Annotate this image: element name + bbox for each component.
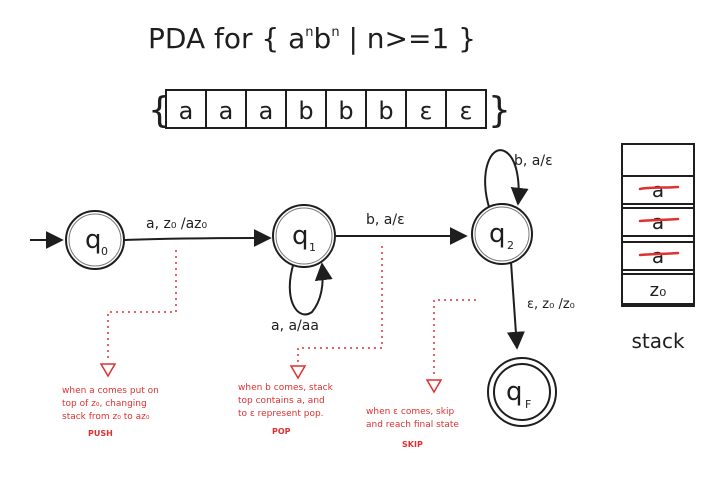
stack-cell: a (652, 178, 664, 202)
note-line: top of z₀, changing (62, 399, 147, 409)
tape-cell: a (179, 97, 194, 125)
transition-label-q2-qF: ε, z₀ /z₀ (527, 297, 575, 312)
tape-cell: a (219, 97, 234, 125)
state-subscript: 1 (309, 241, 316, 254)
push-pointer (99, 363, 117, 378)
stack: a a a z₀ stack (621, 143, 695, 353)
note-tag: SKIP (402, 440, 423, 449)
edge-q0-q1 (123, 229, 272, 248)
tape-cell: b (338, 97, 353, 125)
state-label: q (506, 377, 523, 407)
state-q2: q 2 (471, 203, 533, 265)
note-tag: PUSH (88, 429, 113, 438)
tape-cell: ε (460, 97, 473, 125)
note-line: and reach final state (366, 420, 459, 430)
pop-pointer (289, 365, 307, 380)
input-tape: { a a a b b b ε ε } (148, 89, 511, 131)
tape-cell: a (259, 97, 274, 125)
stack-cell: a (652, 244, 664, 268)
state-qF: q F (487, 357, 557, 427)
note-push: when a comes put on top of z₀, changing … (62, 386, 159, 438)
edge-q2-loop (484, 149, 529, 211)
strike-mark (638, 185, 680, 191)
note-line: to ε represent pop. (238, 409, 324, 419)
note-skip: when ε comes, skip and reach final state… (366, 407, 459, 449)
tape-cell: ε (420, 97, 433, 125)
tape-cell: b (378, 97, 393, 125)
transition-label-q0-q1: a, z₀ /az₀ (146, 216, 208, 232)
edge-q1-loop (288, 261, 333, 316)
note-line: top contains a, and (238, 396, 325, 406)
transition-label-q2-loop: b, a/ε (514, 153, 553, 169)
skip-pointer (425, 379, 443, 394)
state-subscript: 0 (101, 245, 108, 258)
strike-mark (638, 251, 680, 257)
tape-left-brace: { (148, 90, 171, 131)
strike-mark (638, 217, 680, 223)
annotation-connectors (107, 246, 476, 378)
tape-right-brace: } (488, 90, 511, 131)
state-q1: q 1 (272, 204, 336, 268)
stack-cell: a (652, 210, 664, 234)
state-subscript: F (525, 398, 531, 411)
pop-connector (297, 246, 383, 364)
state-label: q (292, 221, 309, 251)
transition-label-q1-q2: b, a/ε (366, 212, 405, 228)
state-subscript: 2 (507, 239, 514, 252)
note-pop: when b comes, stack top contains a, and … (238, 383, 334, 436)
skip-connector (433, 299, 476, 378)
note-line: when ε comes, skip (366, 407, 454, 417)
state-label: q (489, 219, 506, 249)
state-q0: q 0 (65, 210, 125, 270)
edge-q2-qF (506, 261, 525, 350)
stack-label: stack (631, 329, 685, 353)
note-line: when a comes put on (62, 386, 159, 396)
title: PDA for { anbn | n>=1 } (148, 22, 476, 55)
transition-label-q1-loop: a, a/aa (271, 318, 319, 334)
tape-cell: b (298, 97, 313, 125)
state-label: q (85, 225, 102, 255)
note-line: when b comes, stack (238, 383, 334, 393)
push-connector (107, 250, 177, 362)
stack-cell-bottom: z₀ (650, 280, 667, 301)
note-tag: POP (272, 427, 291, 436)
note-line: stack from z₀ to az₀ (62, 412, 150, 422)
